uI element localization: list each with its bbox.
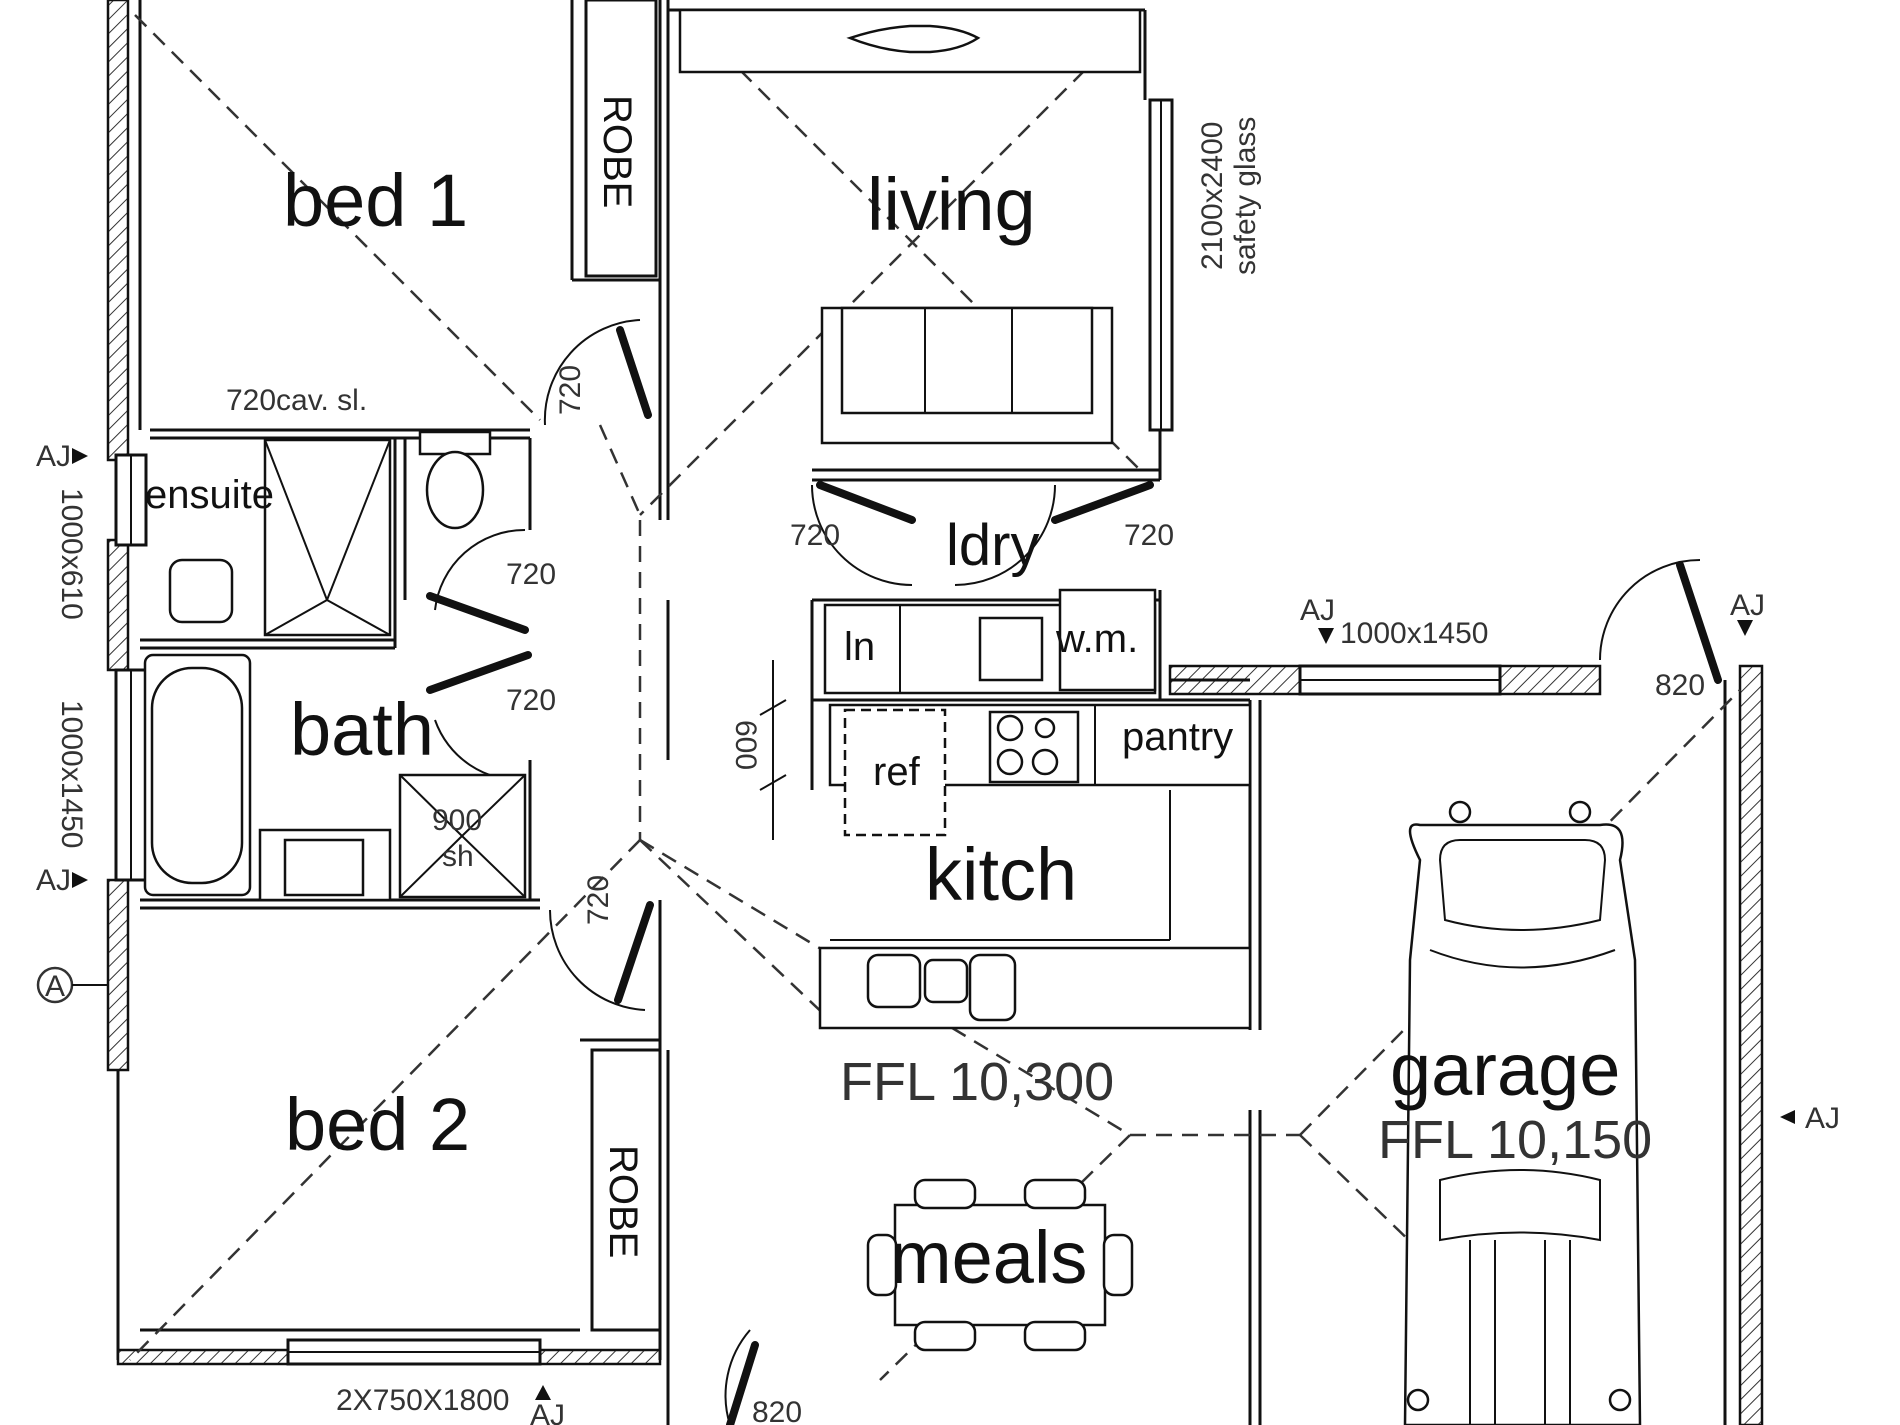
- dim-bench-depth: 600: [729, 720, 762, 770]
- label-ln: ln: [844, 625, 875, 669]
- dim-window-living: 2100x2400: [1196, 122, 1229, 270]
- room-label-bed-2: bed 2: [285, 1083, 470, 1166]
- label-shower: sh: [442, 840, 474, 873]
- aj-marker: AJ: [1300, 594, 1335, 627]
- doors: [426, 319, 1722, 1425]
- dim-door-bed2: 720: [582, 875, 615, 925]
- dim-window-bed2: 2X750X1800: [336, 1384, 510, 1417]
- label-robe-2: ROBE: [601, 1145, 645, 1258]
- dim-door-meals: 820: [752, 1396, 802, 1425]
- dimension-labels: 720cav. sl. 1000x610 1000x1450 2100x2400…: [55, 117, 1705, 1425]
- markers: AJ AJ AJ AJ AJ AJ A: [36, 440, 1840, 1425]
- dim-window-living-note: safety glass: [1229, 117, 1262, 275]
- ffl-house: FFL 10,300: [840, 1052, 1114, 1112]
- ffl-garage: FFL 10,150: [1378, 1110, 1652, 1170]
- room-label-bath: bath: [290, 688, 434, 771]
- label-shower-size: 900: [432, 804, 482, 837]
- aj-marker: AJ: [1805, 1102, 1840, 1135]
- dim-window-ensuite: 1000x610: [55, 488, 88, 620]
- label-ref: ref: [873, 750, 921, 794]
- label-wm: w.m.: [1055, 617, 1138, 661]
- dim-door-bath: 720: [506, 684, 556, 717]
- room-label-living: living: [867, 163, 1036, 246]
- exterior-walls: [106, 0, 1764, 1425]
- windows: [114, 98, 1502, 1366]
- aj-marker: AJ: [36, 440, 71, 473]
- room-label-kitch: kitch: [925, 833, 1077, 916]
- dim-window-garage: 1000x1450: [1340, 617, 1488, 650]
- fixtures: [36, 8, 1795, 1425]
- aj-marker: AJ: [36, 864, 71, 897]
- room-label-garage: garage: [1390, 1028, 1620, 1111]
- room-labels: bed 1 living ensuite bath ldry kitch bed…: [145, 95, 1620, 1299]
- room-label-bed-1: bed 1: [283, 159, 468, 242]
- dim-door-bed1: 720: [554, 365, 587, 415]
- label-robe-1: ROBE: [595, 95, 639, 208]
- dim-door-ldry-right: 720: [1124, 519, 1174, 552]
- car-outline: [1403, 800, 1642, 1425]
- dim-door-garage: 820: [1655, 669, 1705, 702]
- label-pantry: pantry: [1122, 715, 1233, 759]
- room-label-ldry: ldry: [946, 513, 1039, 578]
- dim-window-bath: 1000x1450: [55, 700, 88, 848]
- floor-levels: FFL 10,300 FFL 10,150: [840, 1052, 1652, 1170]
- dim-door-ldry-left: 720: [790, 519, 840, 552]
- room-label-ensuite: ensuite: [145, 473, 274, 517]
- aj-marker: AJ: [530, 1399, 565, 1425]
- section-marker-label: A: [45, 970, 65, 1003]
- aj-arrows: [72, 448, 1795, 1400]
- aj-marker: AJ: [1730, 589, 1765, 622]
- room-label-meals: meals: [890, 1216, 1087, 1299]
- dim-cav-slider: 720cav. sl.: [226, 384, 367, 417]
- dim-door-ensuite: 720: [506, 558, 556, 591]
